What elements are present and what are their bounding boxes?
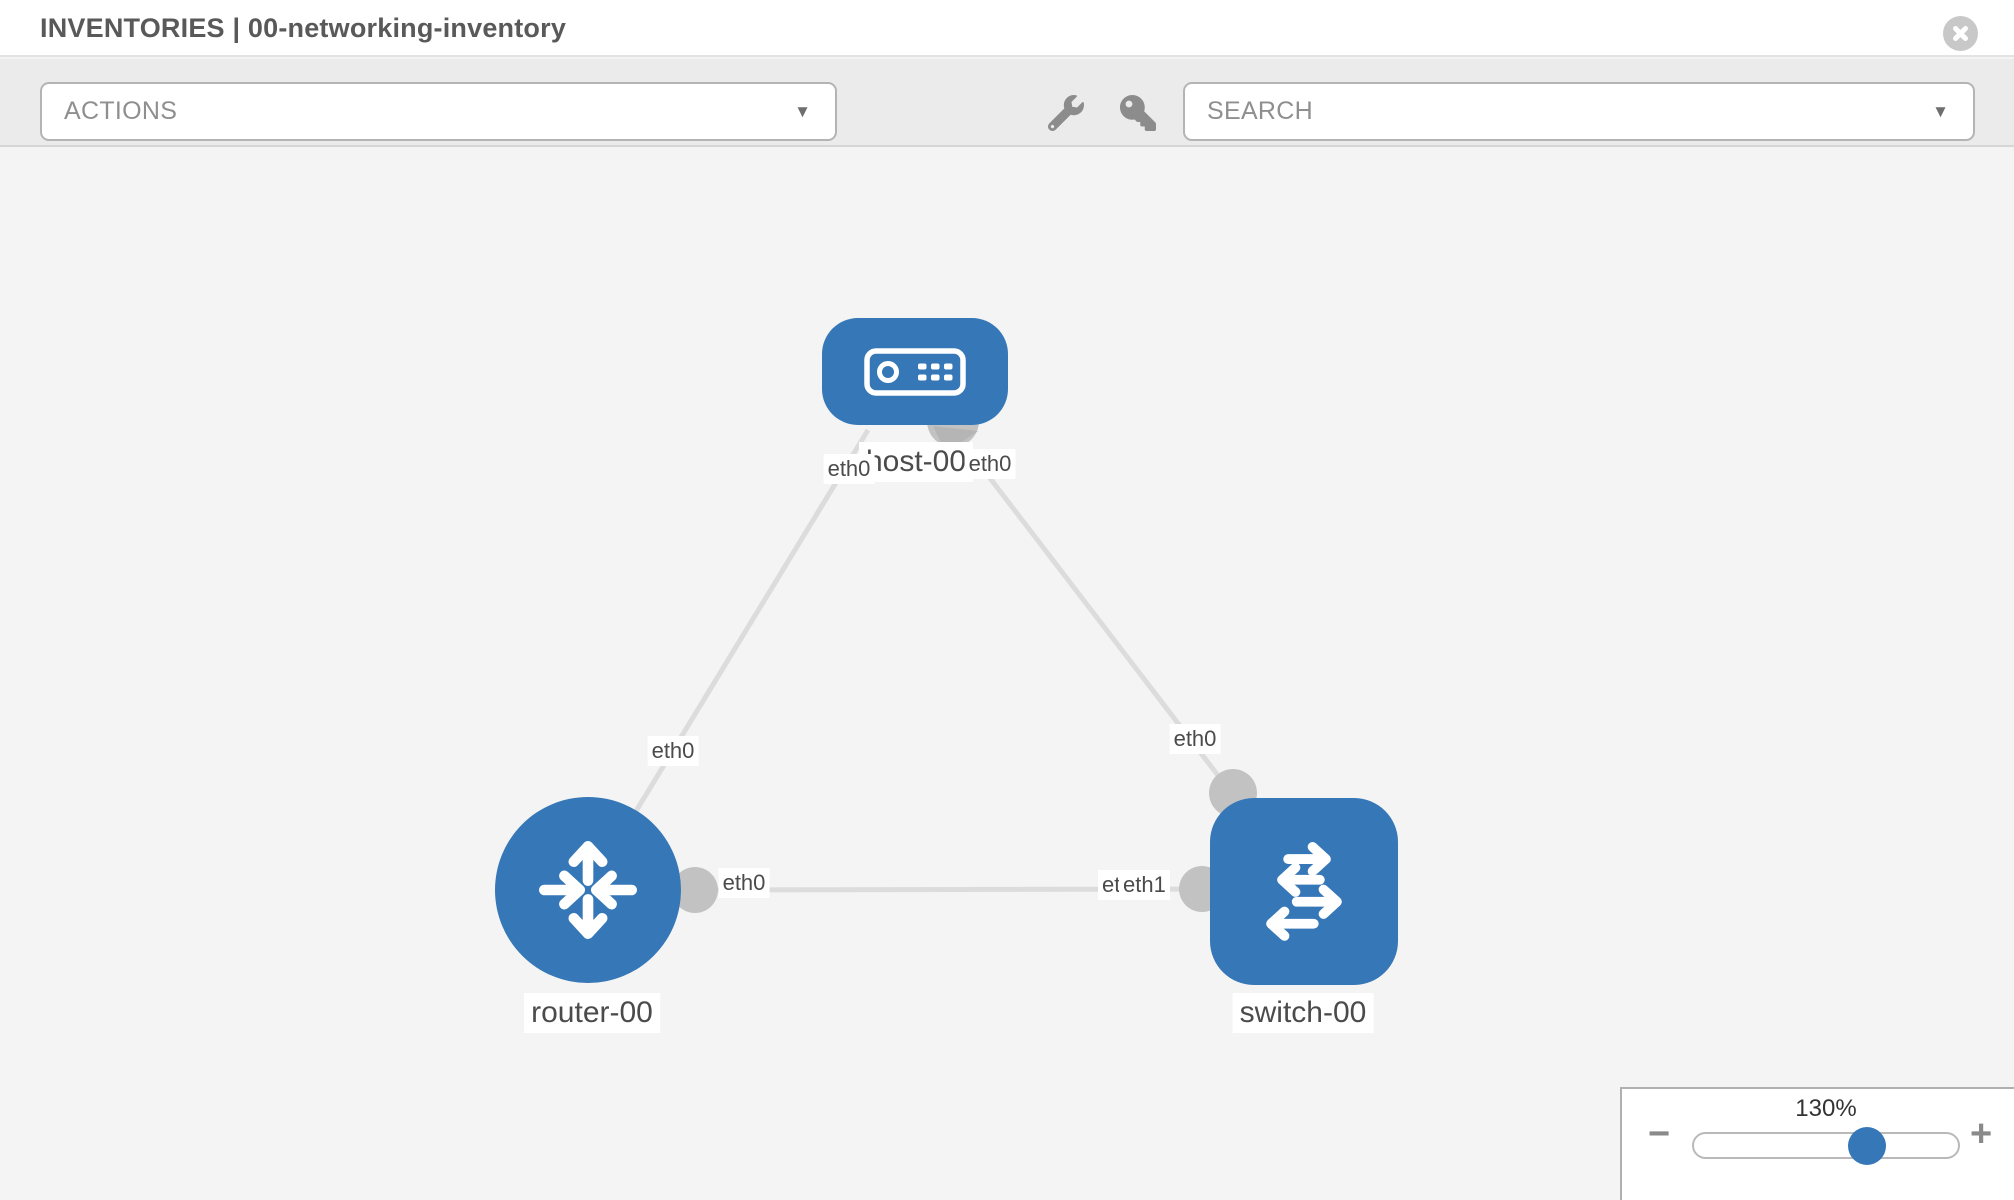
search-placeholder: SEARCH (1207, 97, 1313, 125)
iface-label-router-right: eth0 (718, 868, 770, 898)
page-title: INVENTORIES | 00-networking-inventory (40, 13, 567, 43)
search-dropdown[interactable]: SEARCH ▼ (1183, 82, 1975, 141)
zoom-out-button[interactable]: − (1648, 1113, 1671, 1155)
modal-header: INVENTORIES | 00-networking-inventory (0, 0, 2014, 57)
node-label-host: host-00 (858, 442, 974, 482)
zoom-level-readout: 130% (1795, 1095, 1857, 1122)
toolbar: ACTIONS ▼ SEARCH ▼ (0, 59, 2014, 147)
iface-label-switch-top: eth0 (1169, 724, 1221, 754)
key-icon[interactable] (1120, 95, 1156, 131)
iface-label-router-top: eth0 (647, 736, 699, 766)
node-label-switch: switch-00 (1232, 993, 1374, 1033)
actions-dropdown-label: ACTIONS (64, 97, 178, 125)
chevron-down-icon: ▼ (1932, 101, 1949, 121)
wrench-icon[interactable] (1047, 95, 1084, 132)
node-switch-00[interactable] (1210, 798, 1398, 985)
actions-dropdown[interactable]: ACTIONS ▼ (40, 82, 837, 141)
close-icon[interactable] (1943, 16, 1978, 51)
zoom-slider-thumb[interactable] (1848, 1127, 1886, 1165)
iface-label-host-right: eth0 (964, 449, 1016, 479)
chevron-down-icon: ▼ (794, 101, 811, 121)
server-icon (864, 347, 966, 396)
zoom-slider-track[interactable] (1692, 1127, 1960, 1165)
node-host-00[interactable] (822, 318, 1008, 425)
switch-arrows-icon (1266, 841, 1342, 941)
iface-label-switch-left-eth1: eth1 (1119, 870, 1170, 900)
router-arrows-icon (539, 841, 637, 939)
node-router-00[interactable] (495, 797, 681, 983)
node-label-router: router-00 (524, 993, 660, 1033)
zoom-control-panel: 130% − + (1620, 1087, 2014, 1200)
zoom-in-button[interactable]: + (1970, 1113, 1993, 1155)
link-lines (585, 424, 1235, 893)
iface-label-host-left: eth0 (823, 454, 875, 484)
